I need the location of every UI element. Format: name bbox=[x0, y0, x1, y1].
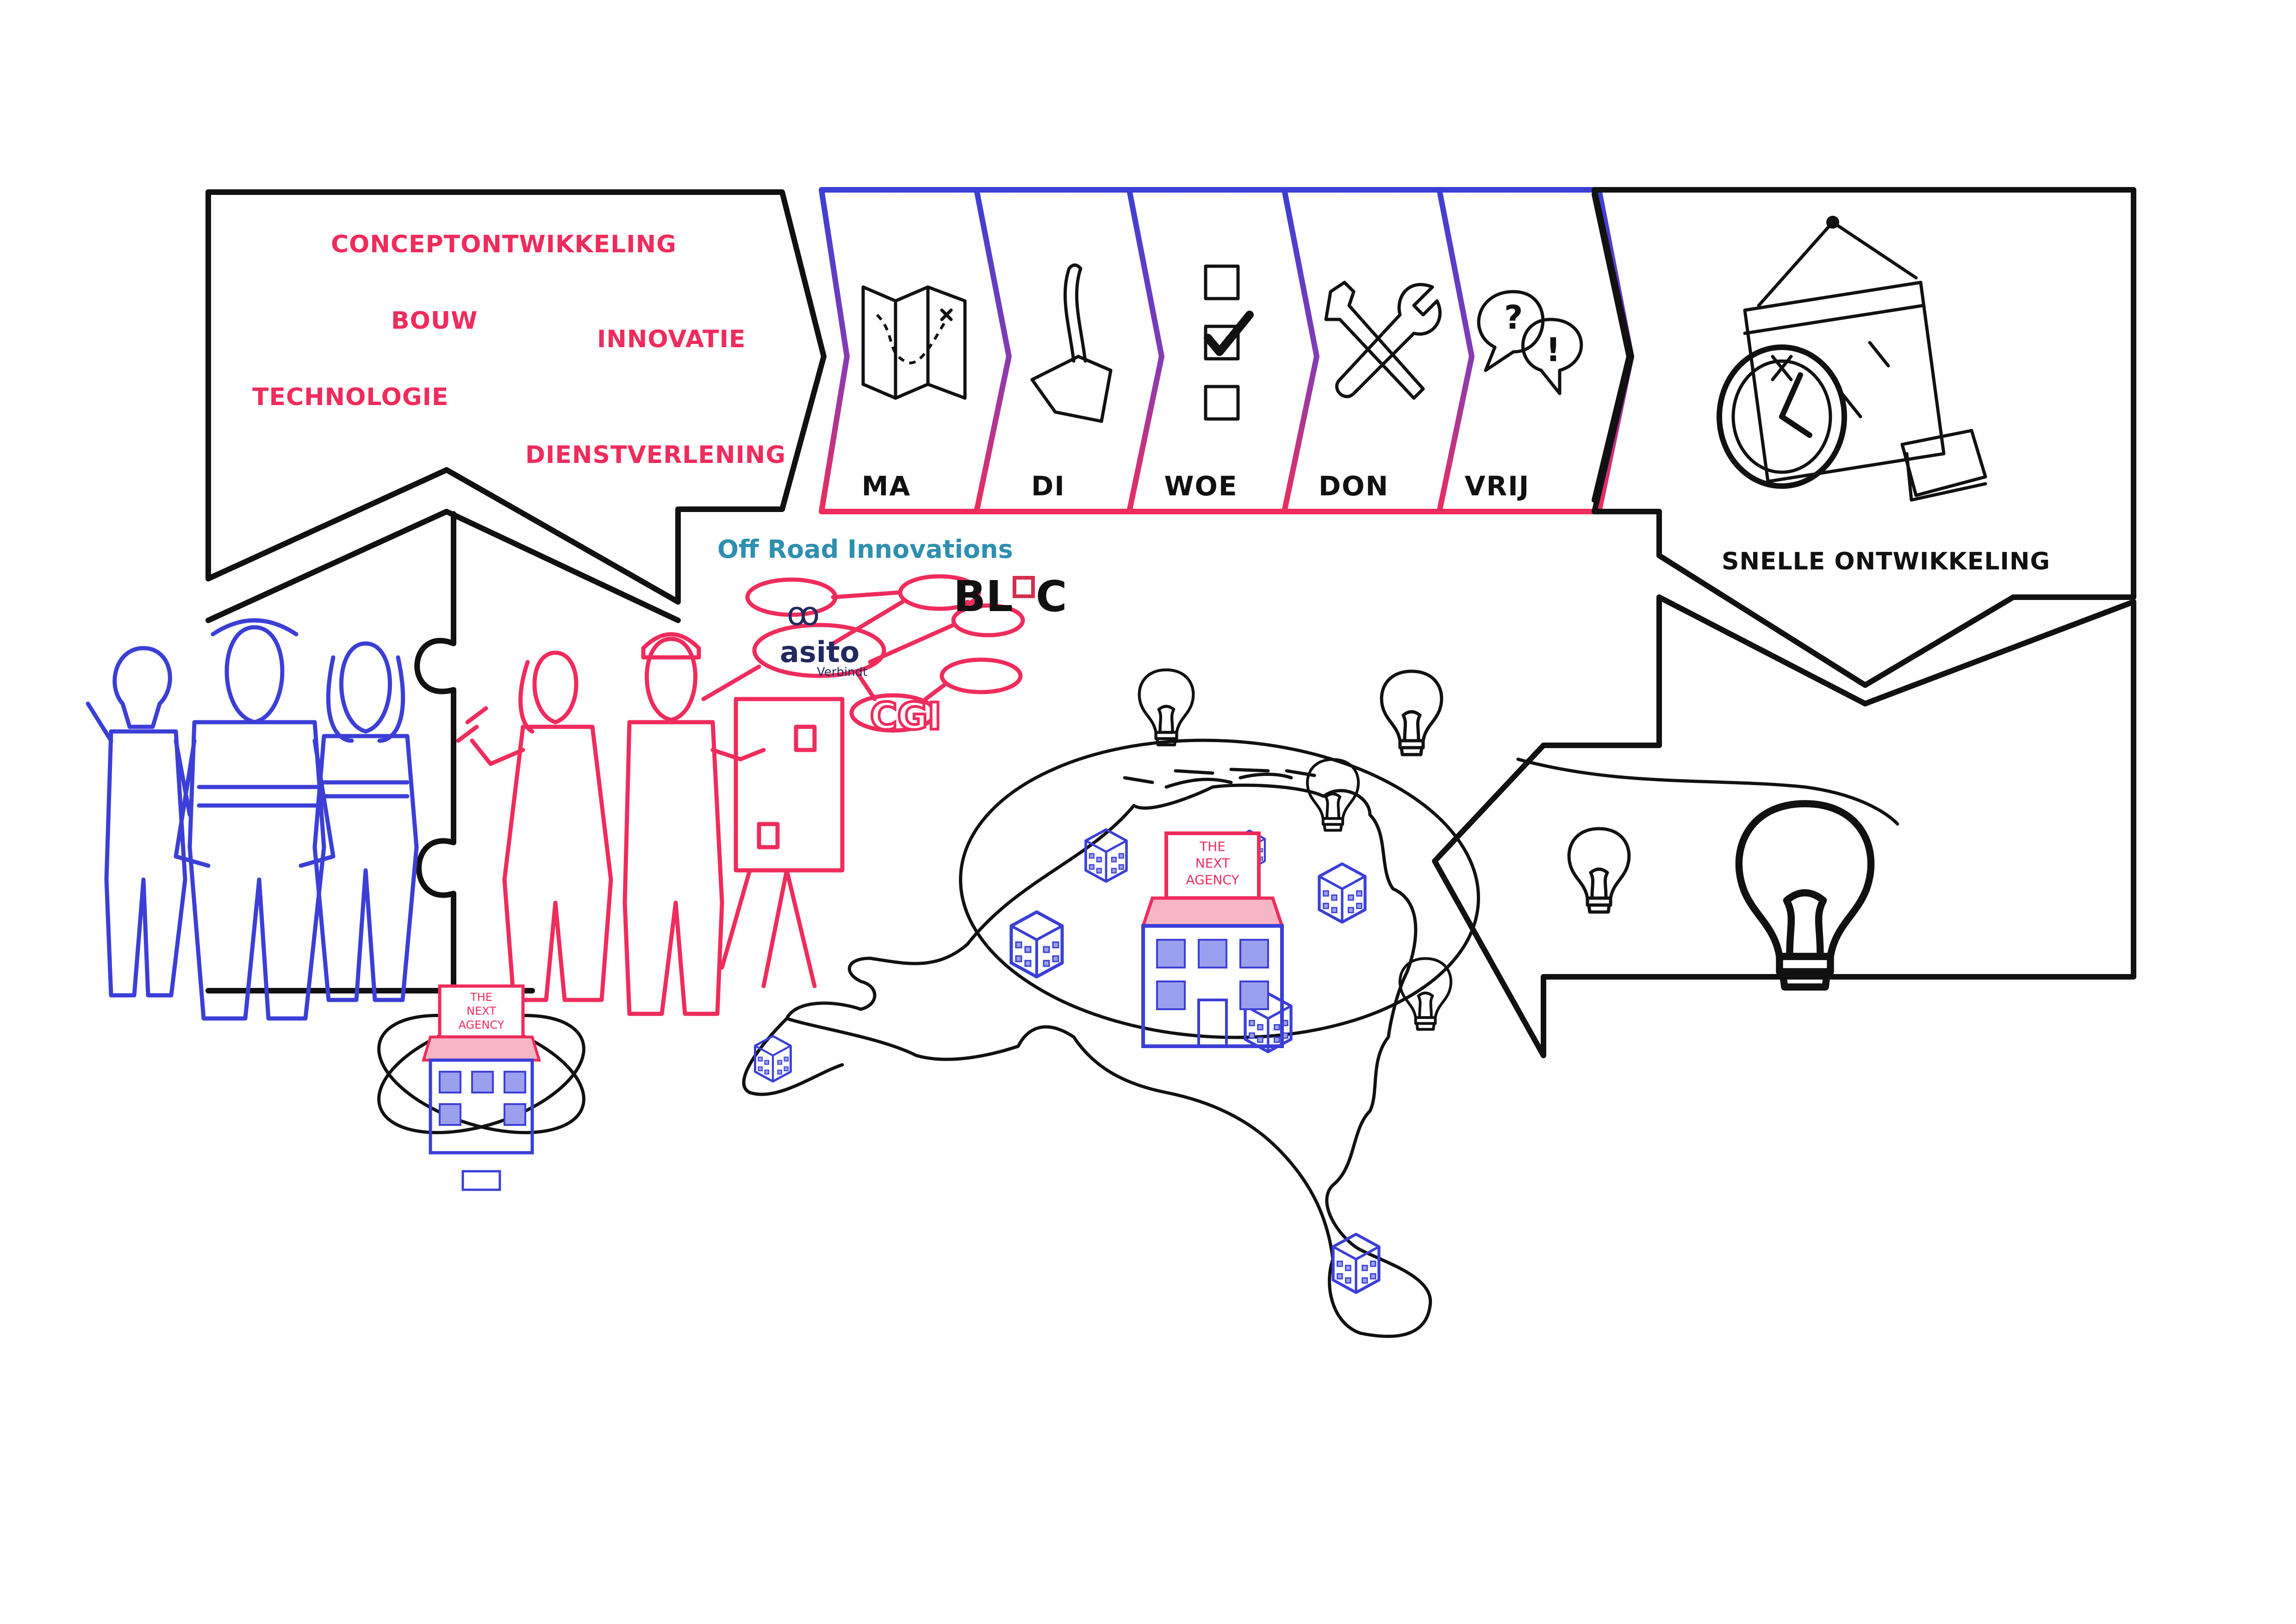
next-agency-hq-left: THE NEXT AGENCY bbox=[377, 984, 585, 1191]
agency-buildings bbox=[755, 830, 1379, 1293]
partner-asito-logo: asito bbox=[780, 635, 859, 669]
agency-sign-line: THE bbox=[470, 991, 492, 1004]
network-title: Off Road Innovations bbox=[717, 535, 1013, 564]
tools-icon bbox=[1324, 281, 1442, 400]
shovel-icon bbox=[1030, 263, 1113, 423]
calendar-clock-icon bbox=[1717, 216, 1987, 502]
right-panel-frame bbox=[1592, 187, 2136, 688]
day-label-di: DI bbox=[1031, 470, 1065, 502]
day-label-ma: MA bbox=[862, 470, 911, 502]
tag-innovatie: INNOVATIE bbox=[597, 325, 746, 353]
week-timeline-frame bbox=[819, 187, 1634, 514]
tag-conceptontwikkeling: CONCEPTONTWIKKELING bbox=[331, 231, 677, 258]
svg-text:ꝏ: ꝏ bbox=[787, 595, 820, 633]
partner-bloc-logo-tail: C bbox=[1036, 572, 1067, 621]
partner-asito-subtitle: Verbindt bbox=[817, 665, 867, 679]
week-timeline: MA DI WOE DON VRIJ ? ! bbox=[819, 187, 1634, 514]
speech-bubbles-icon: ? ! bbox=[1477, 290, 1583, 395]
tag-dienstverlening: DIENSTVERLENING bbox=[525, 441, 786, 469]
left-panel: CONCEPTONTWIKKELING BOUW INNOVATIE TECHN… bbox=[205, 189, 827, 605]
partner-cgi-logo: CGI bbox=[870, 695, 941, 738]
agency-sign-line: AGENCY bbox=[459, 1018, 504, 1031]
partner-bloc-logo: BL bbox=[953, 572, 1013, 621]
tag-bouw: BOUW bbox=[391, 307, 478, 335]
svg-text:?: ? bbox=[1504, 299, 1523, 337]
partner-network: Off Road Innovations BL C ꝏ asito Verbin… bbox=[701, 535, 1067, 739]
netherlands-map bbox=[742, 738, 1480, 1338]
day-label-don: DON bbox=[1319, 470, 1389, 502]
day-label-woe: WOE bbox=[1164, 470, 1238, 502]
right-panel: SNELLE ONTWIKKELING bbox=[1592, 187, 2136, 688]
builders-team bbox=[456, 632, 845, 1016]
checklist-icon bbox=[1204, 264, 1254, 421]
next-agency-hq-map: THE NEXT AGENCY bbox=[1141, 831, 1284, 1048]
feedback-arrow bbox=[1432, 594, 2136, 1058]
snelle-ontwikkeling-caption: SNELLE ONTWIKKELING bbox=[1722, 548, 2050, 575]
agency-sign-line: AGENCY bbox=[1186, 872, 1239, 887]
agency-sign-line: NEXT bbox=[467, 1005, 496, 1018]
agency-sign-line: THE bbox=[1199, 839, 1226, 854]
folded-map-icon bbox=[861, 285, 967, 400]
svg-text:!: ! bbox=[1546, 331, 1561, 369]
agency-sign-line: NEXT bbox=[1195, 856, 1230, 871]
emergency-services-team bbox=[86, 618, 419, 1021]
tag-technologie: TECHNOLOGIE bbox=[252, 383, 448, 411]
left-panel-frame bbox=[205, 189, 827, 605]
day-label-vrij: VRIJ bbox=[1465, 470, 1530, 502]
